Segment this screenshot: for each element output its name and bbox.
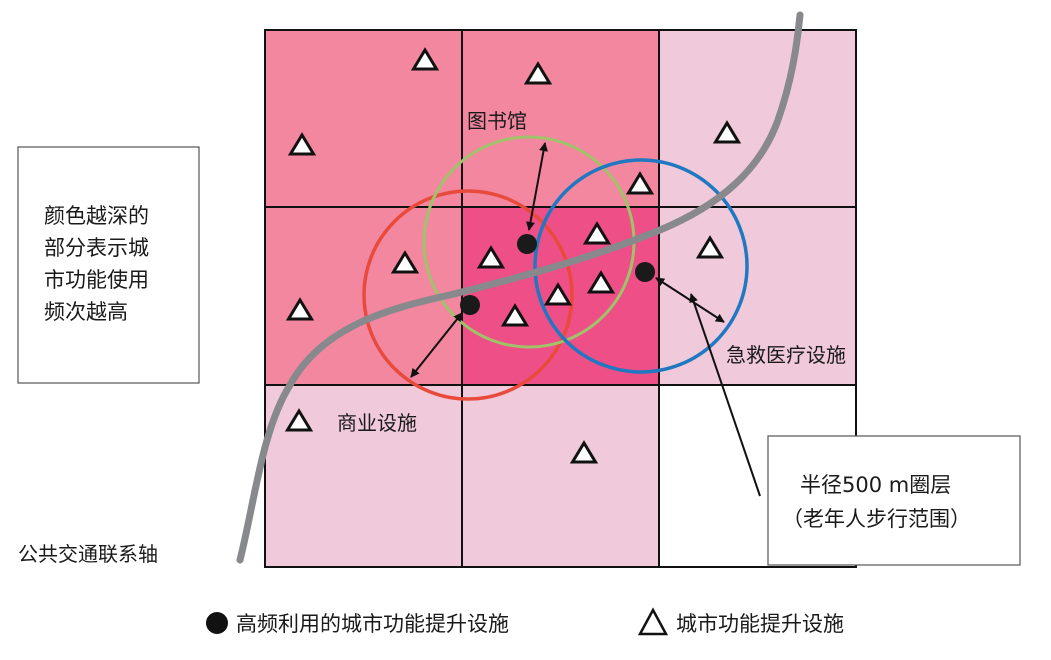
radius-note-line-1: 半径500 m圈层 <box>800 473 951 497</box>
grid-cell-r3c2 <box>462 385 659 567</box>
legend-triangle-icon <box>637 607 669 636</box>
library-radius-arrow <box>526 142 548 231</box>
radius-note-line-2: （老年人步行范围） <box>782 507 971 531</box>
commercial-label: 商业设施 <box>337 411 417 435</box>
note-line-3: 市功能使用 <box>44 268 149 292</box>
legend: 高频利用的城市功能提升设施 城市功能提升设施 <box>206 607 844 636</box>
grid-border <box>264 29 857 568</box>
commercial-radius-arrow <box>410 312 463 378</box>
radius-note: 半径500 m圈层 （老年人步行范围） <box>767 435 1021 566</box>
emergency-radius-circle <box>533 158 749 374</box>
commercial-facility-dot <box>460 295 480 315</box>
grid-cell-r1c3 <box>659 30 856 207</box>
transit-axis-label: 公共交通联系轴 <box>18 542 158 566</box>
legend-dot-label: 高频利用的城市功能提升设施 <box>236 612 509 636</box>
radius-note-box <box>767 435 1021 566</box>
color-intensity-note: 颜色越深的 部分表示城 市功能使用 频次越高 <box>17 146 200 384</box>
emergency-label: 急救医疗设施 <box>726 343 846 367</box>
commercial-radius-circle <box>362 189 574 401</box>
radius-note-pointer <box>689 293 761 497</box>
grid-cell-r1c1 <box>265 30 462 207</box>
legend-triangle-label: 城市功能提升设施 <box>676 612 844 636</box>
library-facility-dot <box>517 234 537 254</box>
library-label: 图书馆 <box>467 109 527 133</box>
note-line-4: 频次越高 <box>44 300 128 324</box>
legend-dot-icon <box>206 612 228 634</box>
color-intensity-note-box <box>17 146 200 384</box>
emergency-facility-dot <box>635 262 655 282</box>
note-line-2: 部分表示城 <box>44 236 149 260</box>
transit-axis-line <box>236 11 804 564</box>
grid-cell-r1c2 <box>462 30 659 207</box>
note-line-1: 颜色越深的 <box>44 204 149 228</box>
